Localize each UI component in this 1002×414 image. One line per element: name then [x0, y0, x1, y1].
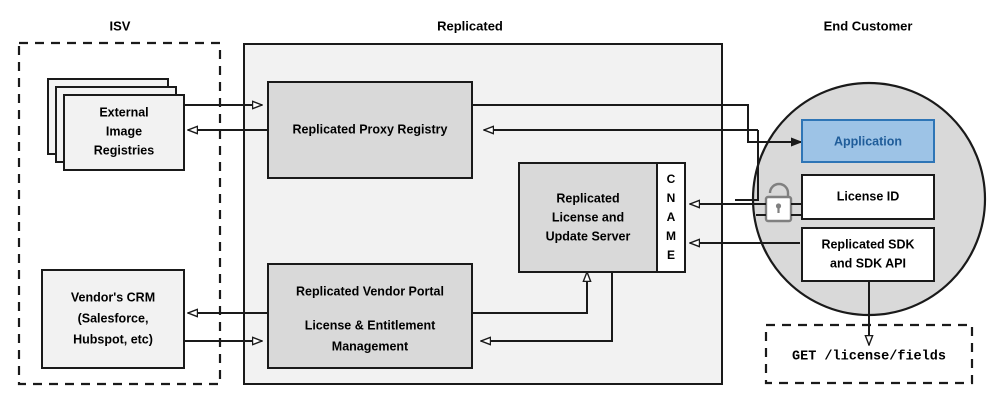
vendor-portal-label-line-3: Management — [332, 339, 409, 353]
vendor-portal-label-line-1: Replicated Vendor Portal — [296, 284, 444, 298]
cname-letter-m: M — [666, 229, 676, 243]
api-request-label: GET /license/fields — [792, 350, 946, 365]
replicated-license-update-server[interactable]: Replicated License and Update Server — [518, 162, 658, 273]
license-server-label-line-3: Update Server — [546, 229, 631, 243]
registry-label-line-2: Image — [106, 124, 142, 138]
replicated-sdk-label-line-1: Replicated SDK — [821, 237, 914, 251]
license-id-box — [801, 174, 935, 220]
isv-zone — [17, 41, 222, 386]
vendors-crm-label-line-3: Hubspot, etc) — [73, 332, 153, 346]
vendors-crm-box — [41, 269, 185, 369]
vendor-portal-label-line-2: License & Entitlement — [305, 318, 436, 332]
cname-letter-e: E — [667, 248, 675, 262]
external-image-registries[interactable]: External Image Registries — [47, 78, 185, 171]
license-server-label-line-2: License and — [552, 210, 624, 224]
replicated-sdk-box — [801, 227, 935, 282]
application-label: Application — [834, 134, 902, 148]
replicated-sdk-label-line-2: and SDK API — [830, 256, 906, 270]
replicated-proxy-registry-box — [267, 81, 473, 179]
replicated-vendor-portal-box — [267, 263, 473, 369]
replicated-sdk[interactable]: Replicated SDK and SDK API — [801, 227, 935, 282]
cname-strip[interactable]: C N A M E — [656, 162, 686, 273]
connector-application-return-leg — [735, 130, 759, 201]
registry-stack-front — [63, 94, 185, 171]
cname-letter-n: N — [667, 191, 676, 205]
api-request-box — [764, 323, 974, 385]
cname-letter-c: C — [667, 172, 676, 186]
connector-licenseserver-to-vendorportal — [481, 272, 613, 341]
license-server-label-line-1: Replicated — [556, 191, 619, 205]
registry-label-line-1: External — [99, 105, 148, 119]
cname-strip-box — [656, 162, 686, 273]
vendors-crm-label-line-2: (Salesforce, — [78, 311, 149, 325]
registry-label-line-3: Registries — [94, 143, 154, 157]
license-id-label: License ID — [837, 189, 900, 203]
application-box — [801, 119, 935, 163]
zone-title-isv: ISV — [110, 18, 131, 33]
replicated-vendor-portal[interactable]: Replicated Vendor Portal License & Entit… — [267, 263, 473, 369]
replicated-proxy-registry-label: Replicated Proxy Registry — [293, 122, 448, 136]
vendors-crm[interactable]: Vendor's CRM (Salesforce, Hubspot, etc) — [41, 269, 185, 369]
unlock-icon — [756, 182, 801, 223]
api-request[interactable]: GET /license/fields — [764, 323, 974, 385]
zone-title-end-customer: End Customer — [824, 18, 913, 33]
connector-proxy-to-application — [471, 104, 801, 142]
cname-letter-a: A — [667, 210, 676, 224]
license-id[interactable]: License ID — [801, 174, 935, 220]
replicated-proxy-registry[interactable]: Replicated Proxy Registry — [267, 81, 473, 179]
application[interactable]: Application — [801, 119, 935, 163]
zone-title-replicated: Replicated — [437, 18, 503, 33]
vendors-crm-label-line-1: Vendor's CRM — [71, 290, 155, 304]
connector-vendorportal-to-licenseserver — [472, 272, 587, 314]
